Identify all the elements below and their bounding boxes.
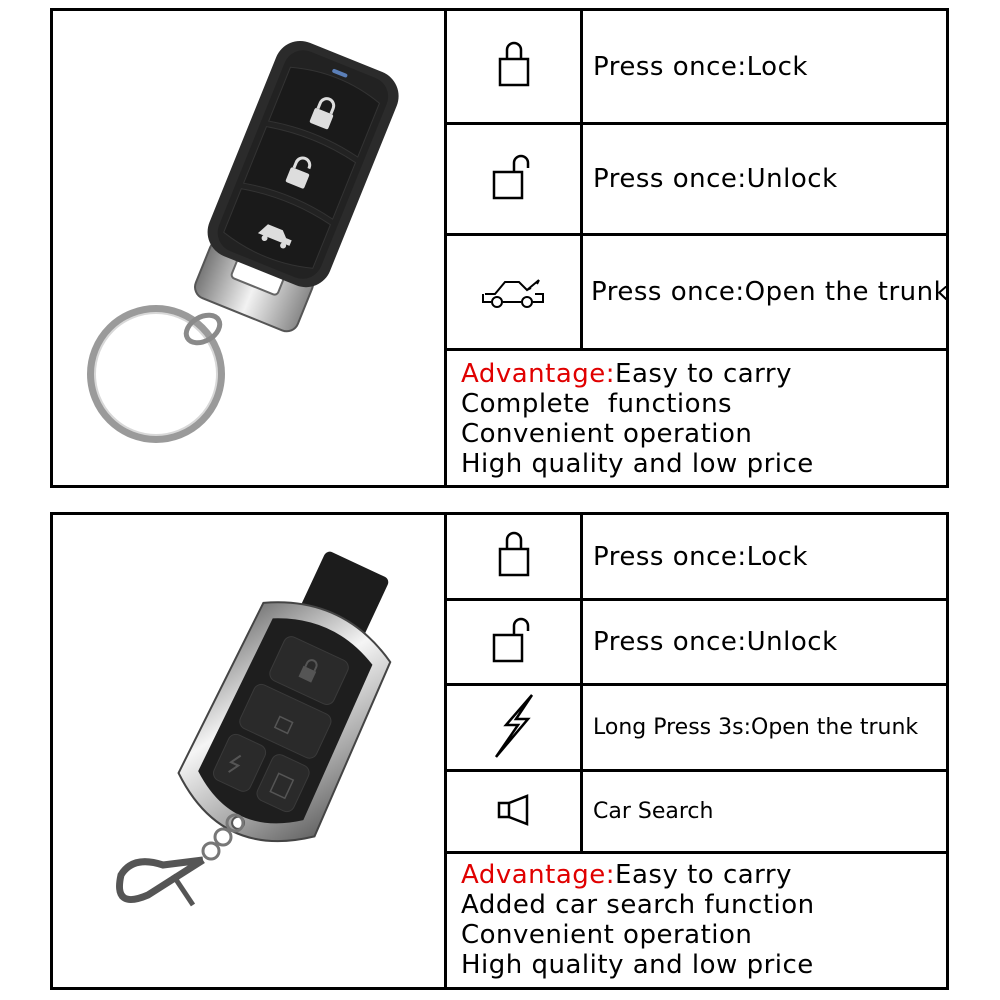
table-row: Car Search bbox=[447, 772, 946, 854]
advantage-label: Advantage: bbox=[461, 359, 616, 389]
advantage-item: High quality and low price bbox=[461, 950, 814, 980]
remote-photo-2 bbox=[53, 515, 447, 987]
advantage-item: Convenient operation bbox=[461, 419, 753, 449]
unlock-icon bbox=[492, 154, 536, 204]
function-description: Press once:Unlock bbox=[593, 164, 838, 194]
table-row: Press once:Open the trunk bbox=[447, 236, 950, 351]
remote-photo-1 bbox=[53, 11, 447, 485]
function-description: Press once:Unlock bbox=[593, 627, 838, 657]
function-description: Press once:Open the trunk bbox=[591, 277, 950, 307]
advantage-item: Easy to carry bbox=[615, 359, 792, 389]
lightning-icon bbox=[492, 693, 536, 763]
product-panel-1: Press once:Lock Press once:Unlock Press … bbox=[50, 8, 949, 488]
function-description: Press once:Lock bbox=[593, 51, 808, 82]
icon-cell bbox=[447, 125, 583, 233]
table-row: Press once:Unlock bbox=[447, 601, 946, 686]
advantage-item: Convenient operation bbox=[461, 920, 753, 950]
car-remote-key-fob-image bbox=[87, 40, 399, 443]
icon-cell bbox=[447, 686, 583, 769]
lock-icon bbox=[498, 531, 530, 583]
advantage-block: Advantage:Easy to carry Added car search… bbox=[447, 860, 946, 987]
function-description: Press once:Lock bbox=[593, 541, 808, 572]
icon-cell bbox=[447, 11, 583, 122]
icon-cell bbox=[447, 515, 583, 598]
advantage-item: Easy to carry bbox=[615, 860, 792, 890]
function-description: Car Search bbox=[593, 799, 714, 824]
icon-cell bbox=[447, 236, 583, 348]
advantage-item: High quality and low price bbox=[461, 449, 814, 479]
function-table-1: Press once:Lock Press once:Unlock Press … bbox=[447, 11, 950, 485]
advantage-item: Complete functions bbox=[461, 389, 733, 419]
car-trunk-icon bbox=[481, 270, 547, 314]
lock-icon bbox=[498, 41, 530, 93]
function-description: Long Press 3s:Open the trunk bbox=[593, 715, 919, 740]
icon-cell bbox=[447, 772, 583, 851]
table-row: Press once:Lock bbox=[447, 515, 946, 601]
table-row: Long Press 3s:Open the trunk bbox=[447, 686, 946, 772]
unlock-icon bbox=[492, 617, 536, 667]
advantage-item: Added car search function bbox=[461, 890, 815, 920]
product-panel-2: Press once:Lock Press once:Unlock Long P… bbox=[50, 512, 949, 990]
table-row: Press once:Unlock bbox=[447, 125, 946, 236]
speaker-icon bbox=[497, 793, 531, 830]
car-remote-key-fob-image bbox=[116, 551, 392, 907]
table-row: Press once:Lock bbox=[447, 11, 946, 125]
advantage-label: Advantage: bbox=[461, 860, 616, 890]
advantage-block: Advantage:Easy to carry Complete functio… bbox=[447, 359, 946, 485]
icon-cell bbox=[447, 601, 583, 683]
function-table-2: Press once:Lock Press once:Unlock Long P… bbox=[447, 515, 946, 987]
